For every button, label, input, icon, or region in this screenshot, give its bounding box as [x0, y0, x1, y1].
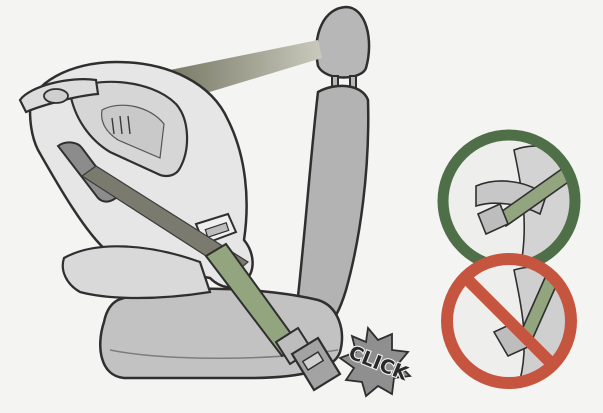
adjust-knob-icon [44, 89, 68, 103]
incorrect-inset [447, 259, 574, 383]
correct-inset [443, 135, 578, 270]
seat-headrest [316, 7, 369, 78]
